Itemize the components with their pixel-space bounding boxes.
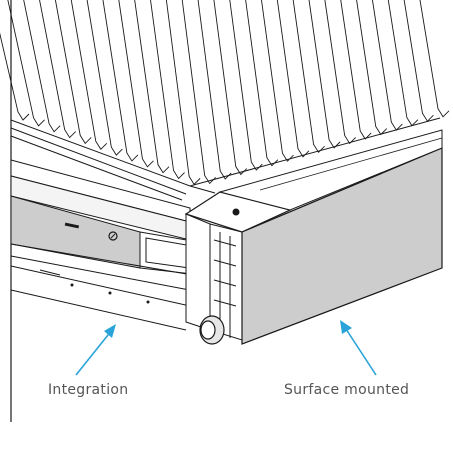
heat-sink-fin: [54, 0, 92, 145]
heat-sink-fin: [23, 0, 61, 133]
cap-hole: [232, 208, 240, 216]
heat-sink-fin: [39, 0, 76, 139]
integration-label: Integration: [48, 382, 129, 398]
heat-sink-fin: [197, 0, 232, 180]
heat-sink-fin: [0, 32, 30, 121]
heat-sink-fin: [86, 0, 123, 156]
slot-marker: [64, 222, 80, 229]
arrow-surface-mounted: [340, 320, 377, 376]
adjustment-knob: [199, 315, 225, 345]
heat-sink-fin: [134, 0, 170, 174]
surface-mounted-panel: [241, 147, 443, 345]
heat-sink-fin: [70, 0, 108, 150]
heat-sink-fin: [7, 0, 45, 127]
heat-sink-fin: [340, 0, 372, 140]
heat-sink-fin: [118, 0, 154, 168]
heat-sink-fin: [165, 0, 201, 186]
heat-sink-fin: [324, 0, 356, 145]
corner-mechanism: [185, 213, 243, 341]
screw-head: [108, 231, 118, 241]
heat-sink-fin: [292, 0, 325, 154]
arrow-integration: [75, 324, 116, 376]
heat-sink-fin: [276, 0, 310, 158]
heat-sink-fin: [181, 0, 216, 185]
heat-sink-fin: [150, 0, 185, 180]
top-rail: [10, 117, 441, 201]
surface-mounted-label: Surface mounted: [284, 382, 410, 398]
heat-sink-fin: [387, 0, 419, 127]
heat-sink-fin: [419, 0, 450, 118]
heat-sink-fin: [371, 0, 403, 131]
heat-sink-fin: [308, 0, 341, 149]
lower-profile: [10, 243, 211, 331]
heat-sink-fin: [213, 0, 248, 176]
heat-sink-fin: [102, 0, 139, 162]
heat-sink-fin: [403, 0, 434, 122]
heat-sink-fin: [356, 0, 388, 136]
heat-sink-fins: [0, 0, 450, 186]
rivets: [70, 283, 150, 304]
